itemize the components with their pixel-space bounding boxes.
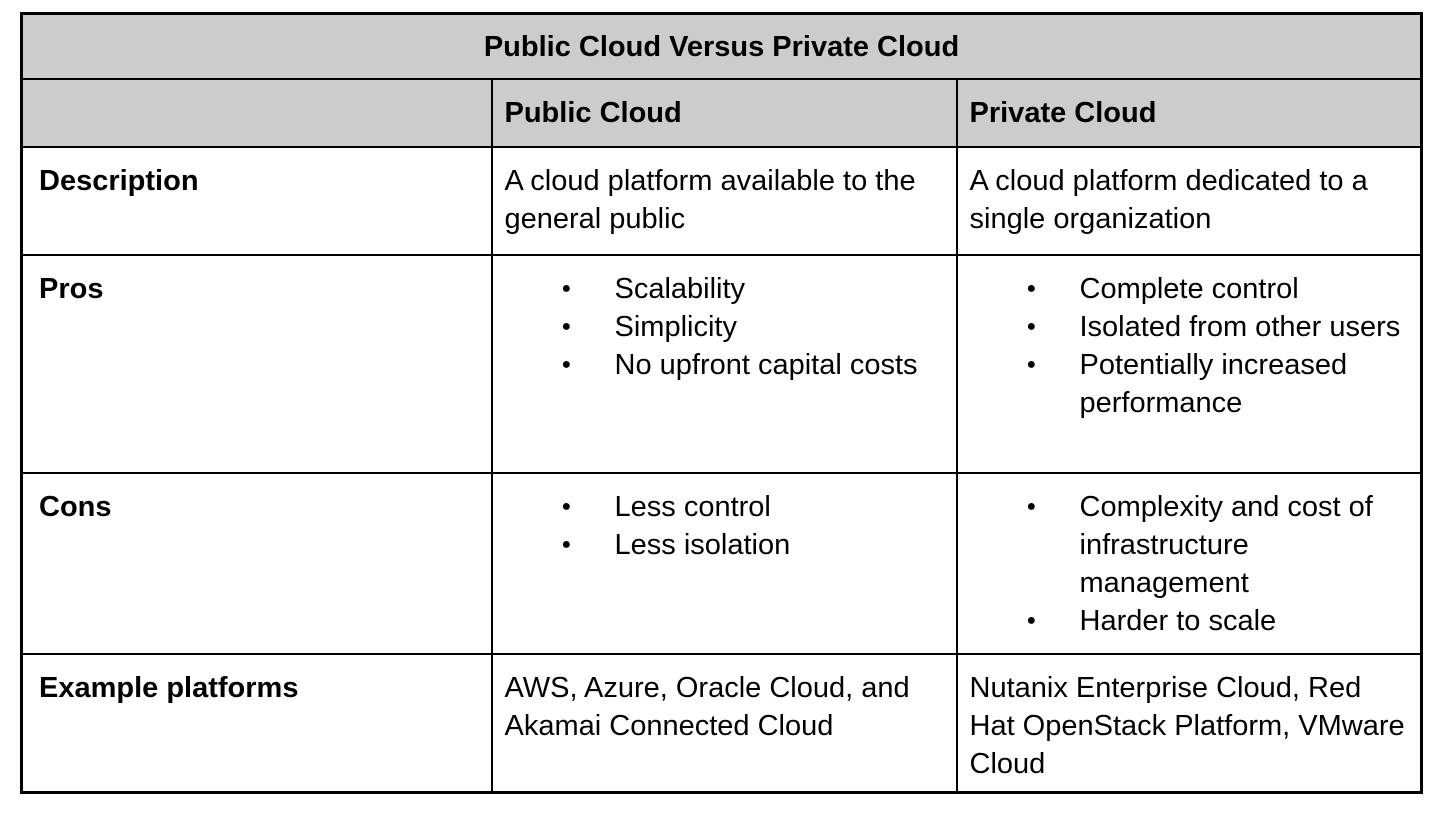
bullet-item: Less control [505,488,944,526]
pros-public-cell: ScalabilitySimplicityNo upfront capital … [490,254,958,474]
bullet-item: No upfront capital costs [505,346,944,384]
row-label-cons: Cons [20,472,493,655]
table-row-cons: ConsLess controlLess isolationComplexity… [20,472,1423,655]
platforms-public-cell: AWS, Azure, Oracle Cloud, and Akamai Con… [490,653,958,794]
cons-public-cell: Less controlLess isolation [490,472,958,655]
bullet-item: Harder to scale [970,602,1409,640]
cons-private-cell: Complexity and cost of infrastructure ma… [955,472,1423,655]
comparison-table: Public Cloud Versus Private Cloud Public… [20,12,1424,794]
bullet-item: Complete control [970,270,1409,308]
bullet-item: Less isolation [505,526,944,564]
table-row-pros: ProsScalabilitySimplicityNo upfront capi… [20,254,1423,474]
row-label-pros: Pros [20,254,493,474]
description-public-cell: A cloud platform available to the genera… [490,146,958,256]
column-header-private-cloud: Private Cloud [955,78,1423,148]
platforms-private-cell: Nutanix Enterprise Cloud, Red Hat OpenSt… [955,653,1423,794]
bullet-item: Potentially increased performance [970,346,1409,422]
pros-private-cell: Complete controlIsolated from other user… [955,254,1423,474]
table-title: Public Cloud Versus Private Cloud [20,12,1423,80]
title-row: Public Cloud Versus Private Cloud [20,12,1423,80]
bullet-item: Complexity and cost of infrastructure ma… [970,488,1409,602]
row-label-description: Description [20,146,493,256]
description-private-cell: A cloud platform dedicated to a single o… [955,146,1423,256]
column-header-public-cloud: Public Cloud [490,78,958,148]
column-header-empty [20,78,493,148]
cons-public-bullet-list: Less controlLess isolation [505,488,944,564]
column-header-row: Public Cloud Private Cloud [20,78,1423,148]
pros-public-bullet-list: ScalabilitySimplicityNo upfront capital … [505,270,944,384]
bullet-item: Simplicity [505,308,944,346]
pros-private-bullet-list: Complete controlIsolated from other user… [970,270,1409,422]
cons-private-bullet-list: Complexity and cost of infrastructure ma… [970,488,1409,640]
bullet-item: Isolated from other users [970,308,1409,346]
row-label-platforms: Example platforms [20,653,493,794]
bullet-item: Scalability [505,270,944,308]
